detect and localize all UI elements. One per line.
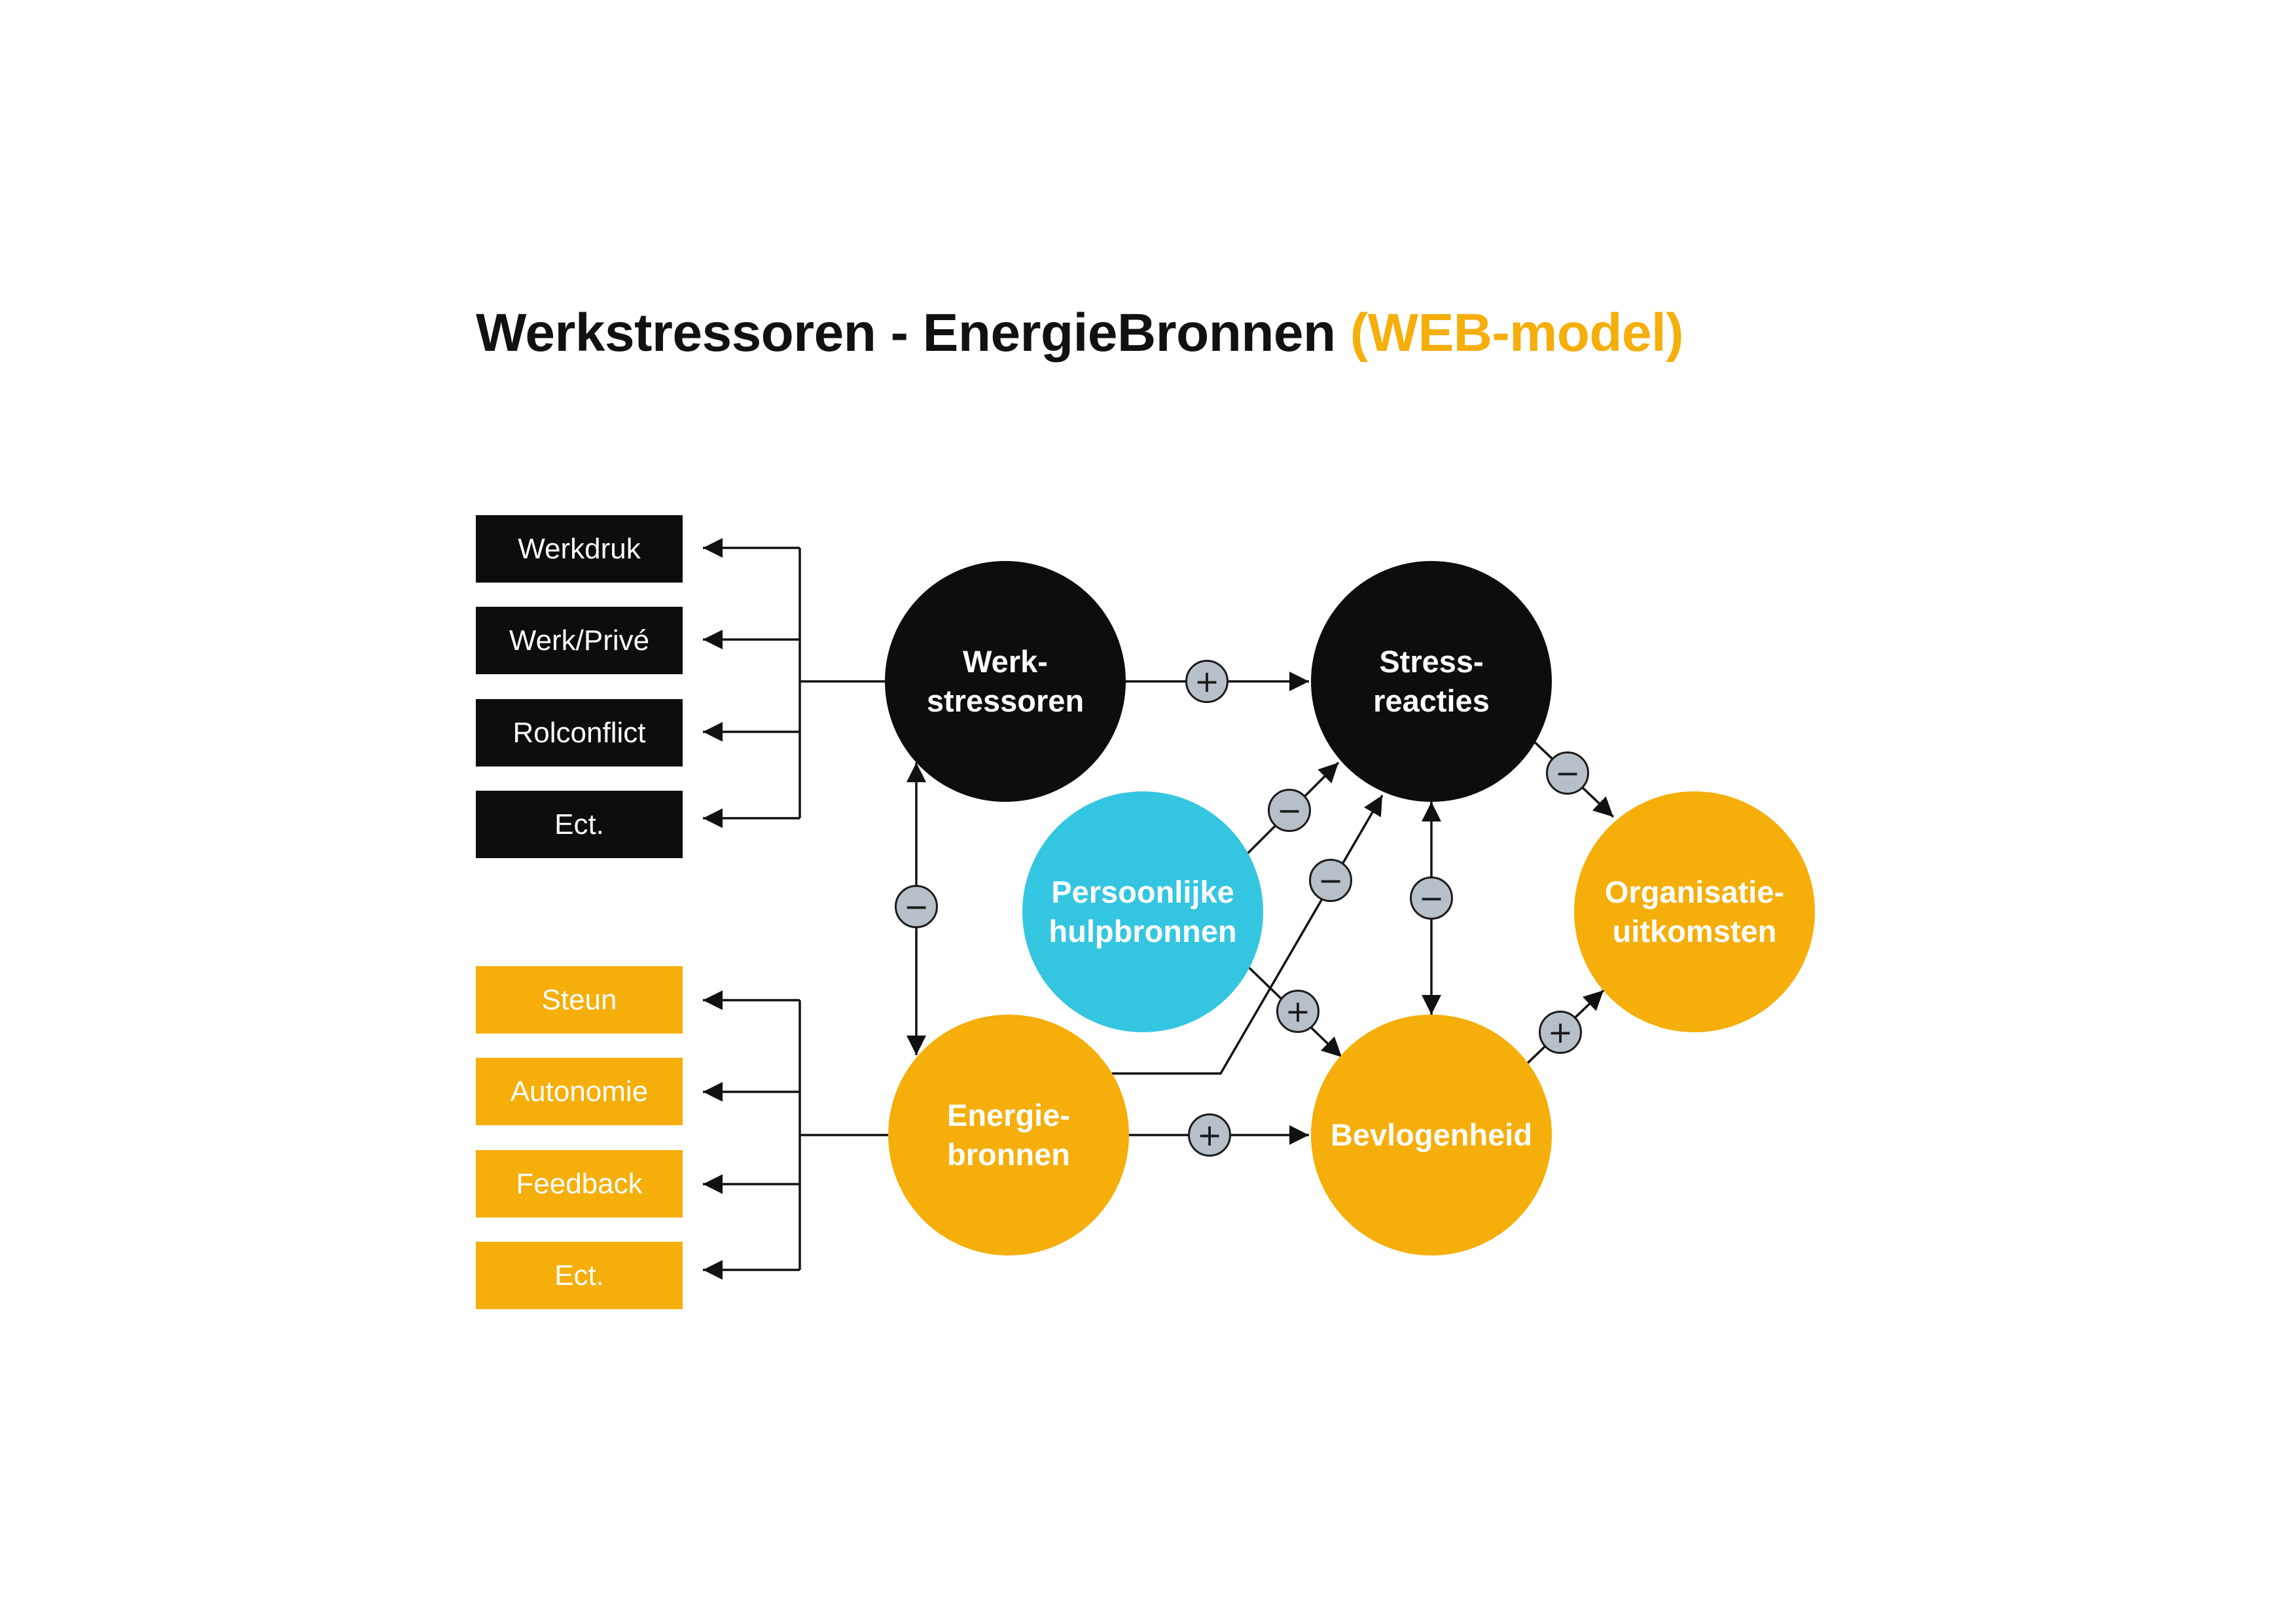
minus-sign-stressreacties-organisatie: −	[1546, 751, 1589, 795]
plus-sign-persoonlijke-bevlogenheid: +	[1276, 990, 1319, 1033]
node-persoonlijke-hulpbronnen: Persoonlijke hulpbronnen	[1022, 791, 1263, 1032]
box-werk-prive: Werk/Privé	[476, 607, 683, 674]
node-werkstressoren-line1: Werk-	[963, 644, 1048, 679]
node-persoonlijke-line1: Persoonlijke	[1051, 875, 1234, 909]
node-werkstressoren-line2: stressoren	[926, 683, 1085, 718]
plus-sign-bevlogenheid-organisatie: +	[1539, 1011, 1582, 1054]
minus-sign-stressreacties-bevlogenheid: −	[1410, 876, 1453, 920]
minus-sign-persoonlijke-stressreacties: −	[1268, 789, 1311, 832]
node-bevlogenheid: Bevlogenheid	[1311, 1015, 1552, 1255]
node-organisatie-line1: Organisatie-	[1604, 875, 1785, 909]
title-main: Werkstressoren - EnergieBronnen	[476, 303, 1336, 363]
node-persoonlijke-line2: hulpbronnen	[1049, 914, 1237, 948]
node-stressreacties-line1: Stress-	[1379, 644, 1484, 679]
node-bevlogenheid-line1: Bevlogenheid	[1330, 1117, 1533, 1152]
node-organisatie-line2: uitkomsten	[1612, 914, 1777, 948]
box-autonomie: Autonomie	[476, 1058, 683, 1125]
plus-sign-werkstressoren-stressreacties: +	[1185, 660, 1229, 703]
node-stressreacties-line2: reacties	[1373, 683, 1490, 718]
node-energiebronnen: Energie-bronnen	[888, 1015, 1129, 1255]
box-ect-resource: Ect.	[476, 1242, 683, 1309]
node-werkstressoren: Werk-stressoren	[885, 561, 1126, 802]
minus-sign-energiebronnen-stressreacties: −	[1309, 859, 1352, 902]
node-organisatie-uitkomsten: Organisatie-uitkomsten	[1574, 791, 1815, 1032]
node-energiebronnen-line2: bronnen	[947, 1137, 1070, 1172]
minus-sign-werkstressoren-energiebronnen: −	[895, 885, 938, 928]
box-ect-stressor: Ect.	[476, 791, 683, 858]
box-feedback: Feedback	[476, 1150, 683, 1218]
box-werkdruk: Werkdruk	[476, 515, 683, 583]
page-title: Werkstressoren - EnergieBronnen (WEB-mod…	[476, 302, 1684, 364]
node-energiebronnen-line1: Energie-	[946, 1098, 1071, 1132]
title-accent: (WEB-model)	[1350, 303, 1684, 363]
plus-sign-energiebronnen-bevlogenheid: +	[1188, 1113, 1231, 1157]
box-steun: Steun	[476, 966, 683, 1034]
box-rolconflict: Rolconflict	[476, 699, 683, 767]
node-stressreacties: Stress-reacties	[1311, 561, 1552, 802]
